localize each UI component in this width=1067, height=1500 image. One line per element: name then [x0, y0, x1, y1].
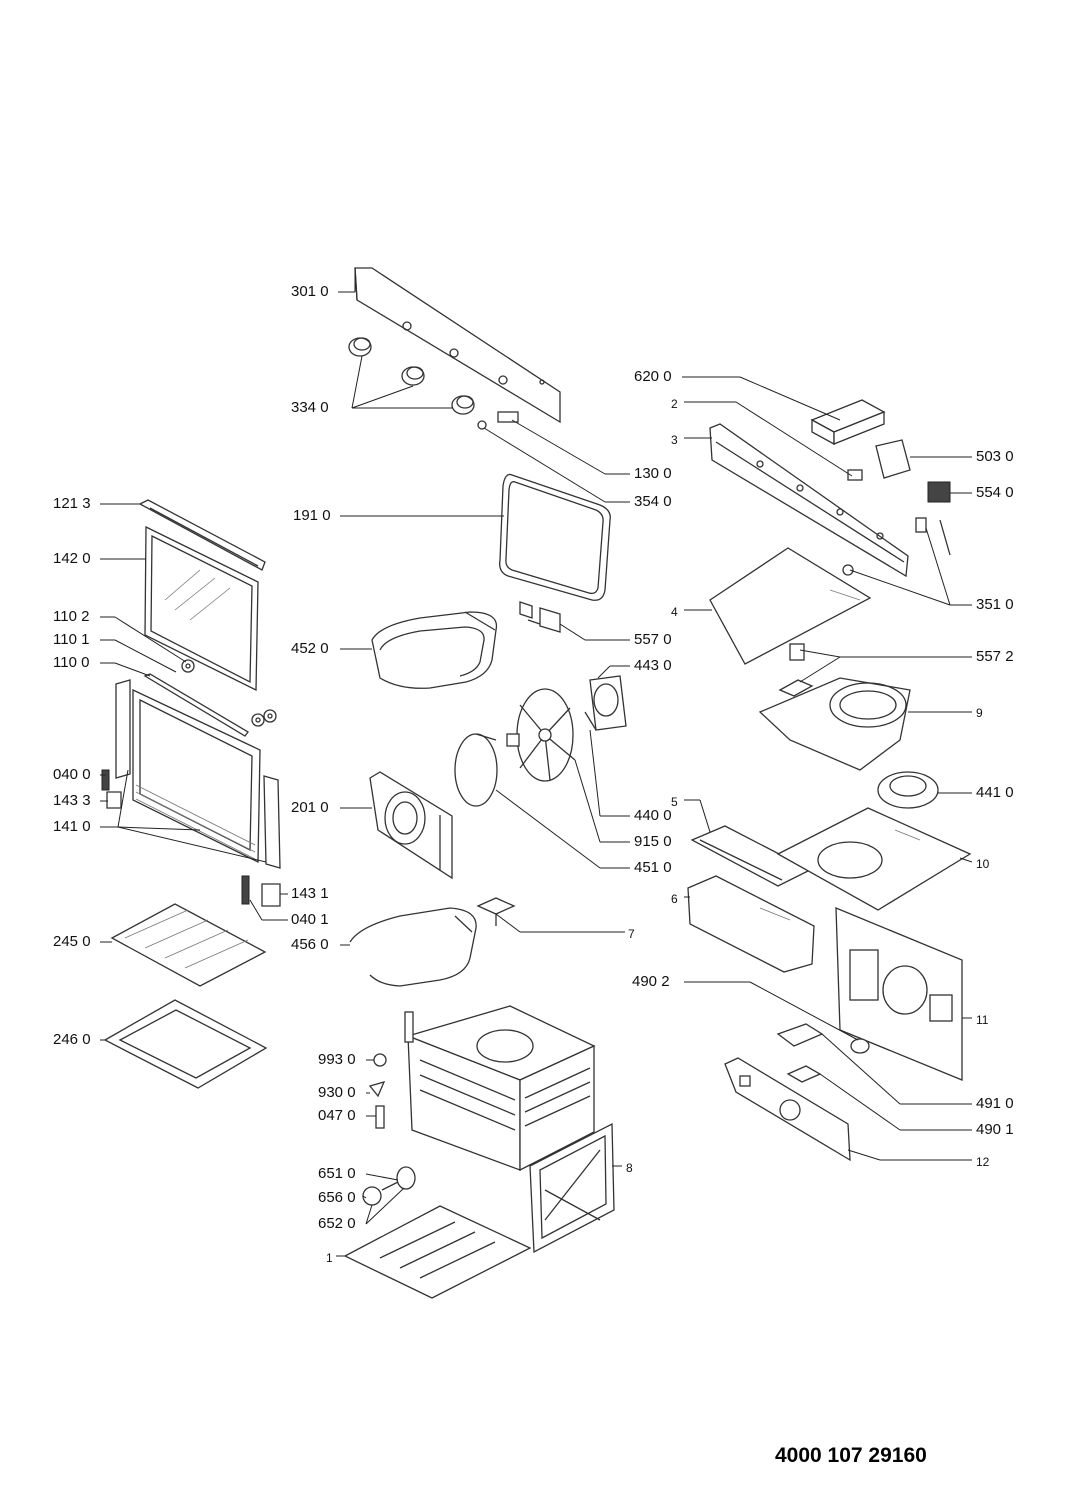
part-label: 142 0 [53, 550, 91, 567]
electronics-board-part [724, 1057, 851, 1162]
baking-tray-part [103, 999, 268, 1089]
part-label: 121 3 [53, 495, 91, 512]
top-cover-part [709, 547, 872, 665]
fan-housing-part [758, 677, 911, 771]
terminal-block-part [810, 399, 886, 446]
grill-element-part [371, 611, 498, 689]
door-gasket-part [499, 473, 611, 601]
part-label: 440 0 [634, 807, 672, 824]
part-label: 301 0 [291, 283, 329, 300]
part-label: 354 0 [634, 493, 672, 510]
part-label: 246 0 [53, 1031, 91, 1048]
bottom-panel-part [343, 1205, 532, 1299]
part-label: 652 0 [318, 1215, 356, 1232]
part-label: 245 0 [53, 933, 91, 950]
part-label: 557 0 [634, 631, 672, 648]
part-label: 441 0 [976, 784, 1014, 801]
front-frame-part [529, 1122, 615, 1254]
part-label: 11 [976, 1013, 989, 1027]
small-fitting-parts [368, 1053, 387, 1129]
part-label: 9 [976, 706, 983, 720]
part-label: 915 0 [634, 833, 672, 850]
part-label: 143 1 [291, 885, 329, 902]
part-label: 8 [626, 1161, 633, 1175]
part-label: 451 0 [634, 859, 672, 876]
timer-part [915, 481, 951, 556]
outer-glass-part [144, 525, 259, 692]
lamp-parts [362, 1166, 416, 1206]
part-label: 110 1 [53, 631, 90, 648]
part-label: 4 [671, 605, 678, 619]
fan-motor-part [584, 675, 627, 731]
part-label: 491 0 [976, 1095, 1014, 1112]
hinge-parts [101, 769, 281, 907]
part-label: 2 [671, 397, 678, 411]
document-number: 4000 107 29160 [775, 1444, 927, 1467]
part-label: 12 [976, 1155, 990, 1169]
leader-lines [100, 270, 973, 1257]
part-label: 452 0 [291, 640, 329, 657]
part-label: 201 0 [291, 799, 329, 816]
part-label: 040 0 [53, 766, 91, 783]
connector-parts [776, 1023, 824, 1083]
bracket-part [476, 897, 516, 926]
part-label: 191 0 [293, 507, 331, 524]
part-label: 3 [671, 433, 678, 447]
part-label: 490 1 [976, 1121, 1014, 1138]
part-label: 456 0 [291, 936, 329, 953]
control-bracket-part [709, 423, 909, 578]
part-label: 351 0 [976, 596, 1014, 613]
part-label: 443 0 [634, 657, 672, 674]
part-label: 620 0 [634, 368, 672, 385]
part-label: 141 0 [53, 818, 91, 835]
cooling-fan-part [877, 771, 939, 809]
fan-blade-part [506, 688, 576, 782]
part-label: 047 0 [318, 1107, 356, 1124]
part-label: 6 [671, 892, 678, 906]
part-label: 656 0 [318, 1189, 356, 1206]
circular-element-part [454, 733, 498, 807]
part-label: 490 2 [632, 973, 670, 990]
selector-switch-part [847, 439, 911, 481]
washer-parts [143, 659, 277, 737]
part-label: 503 0 [976, 448, 1014, 465]
part-label: 040 1 [291, 911, 329, 928]
side-bracket-part [687, 875, 815, 973]
part-label: 10 [976, 857, 990, 871]
part-label: 930 0 [318, 1084, 356, 1101]
wire-rack-part [110, 903, 267, 987]
part-label: 1 [326, 1251, 333, 1265]
door-top-trim-part [138, 499, 266, 571]
part-label: 5 [671, 795, 678, 809]
knob-parts [348, 337, 519, 430]
part-label: 651 0 [318, 1165, 356, 1182]
part-label: 554 0 [976, 484, 1014, 501]
oven-cavity-part [404, 1005, 596, 1172]
part-label: 993 0 [318, 1051, 356, 1068]
inner-door-frame-part [115, 679, 281, 869]
back-panel-part [369, 771, 453, 880]
part-label: 7 [628, 927, 635, 941]
part-label: 110 0 [53, 654, 90, 671]
lower-element-part [349, 907, 477, 987]
part-label: 130 0 [634, 465, 672, 482]
part-label: 334 0 [291, 399, 329, 416]
thermostat-part [519, 601, 561, 633]
top-plate-part [776, 807, 972, 911]
part-label: 557 2 [976, 648, 1014, 665]
safety-thermostat-part [778, 643, 814, 697]
part-label: 143 3 [53, 792, 91, 809]
part-label: 110 2 [53, 608, 90, 625]
rear-cover-part [835, 907, 963, 1081]
